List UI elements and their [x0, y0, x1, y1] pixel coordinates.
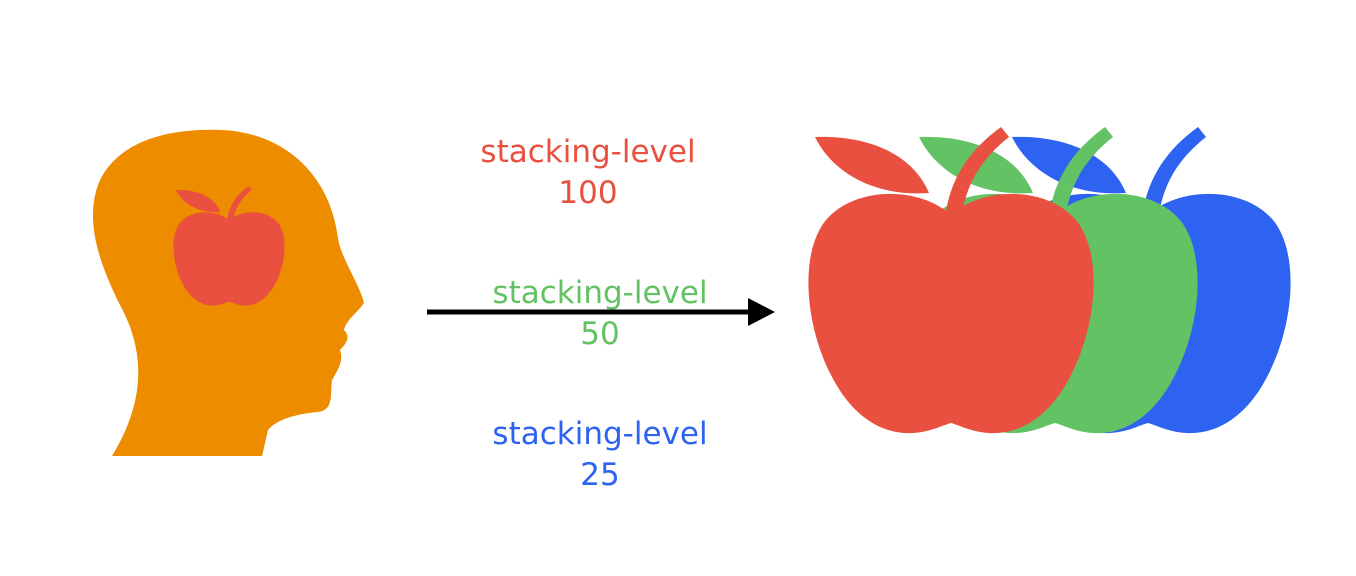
stacking-level-label-red: stacking-level 100: [438, 132, 738, 214]
label-text: stacking-level: [480, 134, 696, 170]
label-value: 50: [580, 316, 620, 352]
label-text: stacking-level: [492, 416, 708, 452]
arrow-head: [748, 298, 775, 326]
label-text: stacking-level: [492, 275, 708, 311]
stacking-level-label-green: stacking-level 50: [450, 273, 750, 355]
label-value: 100: [558, 175, 618, 211]
stacking-level-label-blue: stacking-level 25: [450, 414, 750, 496]
label-value: 25: [580, 457, 620, 493]
